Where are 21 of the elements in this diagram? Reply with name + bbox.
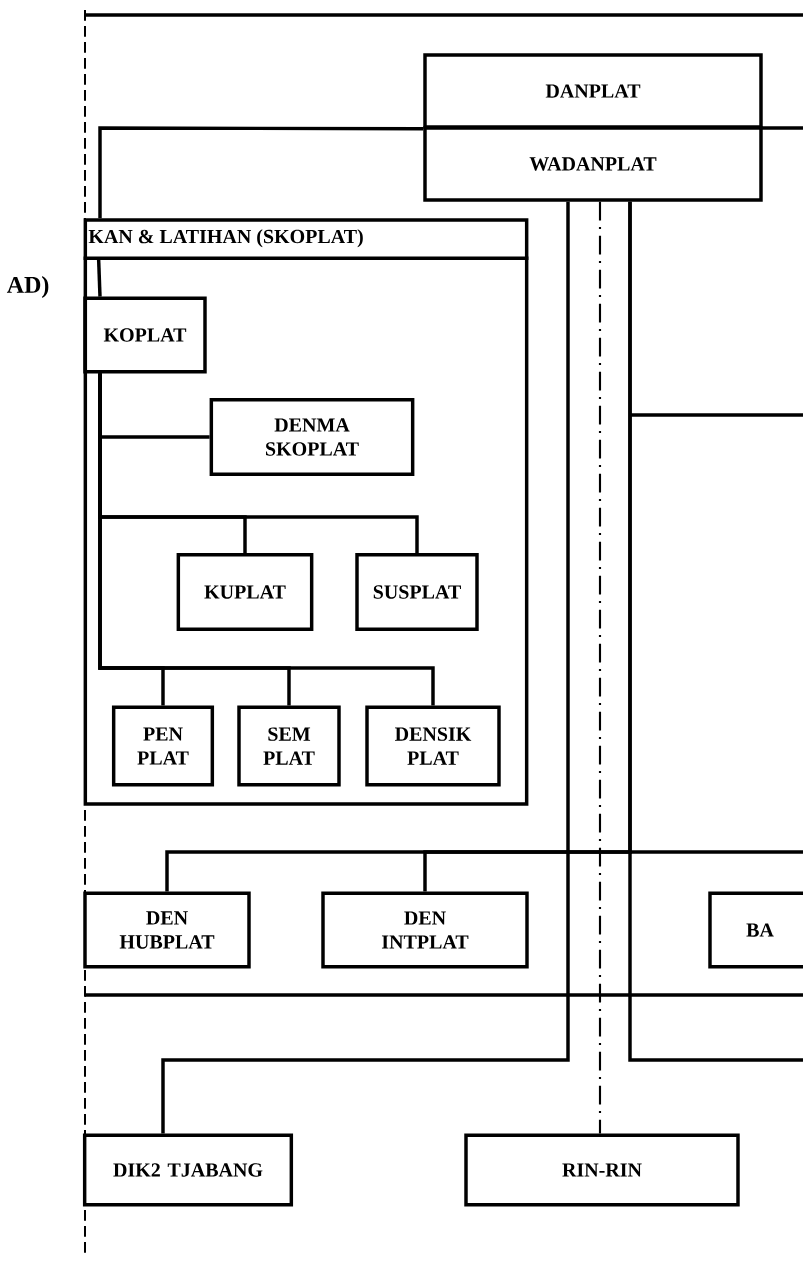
org-box: RIN-RIN: [464, 1133, 740, 1207]
org-box: WADANPLAT: [423, 126, 763, 202]
org-box: DEN HUBPLAT: [83, 891, 251, 969]
connector-line: [161, 201, 570, 1134]
org-box: DANPLAT: [423, 53, 763, 129]
org-box: KOPLAT: [83, 296, 207, 374]
org-box: DEN INTPLAT: [321, 891, 529, 969]
org-box: DIK2 TJABANG: [82, 1133, 294, 1207]
connector-line: [423, 201, 632, 892]
connector-line: [598, 201, 602, 1134]
org-box: BA: [708, 891, 803, 969]
org-box: DENSIK PLAT: [365, 705, 501, 787]
connector-line: [96, 258, 102, 297]
org-box: PEN PLAT: [111, 705, 215, 787]
org-box: KUPLAT: [176, 552, 314, 632]
org-box: DENMA SKOPLAT: [209, 397, 415, 477]
connector-line: [98, 373, 435, 706]
org-box: SUSPLAT: [355, 552, 479, 632]
org-box: SEM PLAT: [237, 705, 341, 787]
cut-off-label: AD): [6, 276, 49, 298]
connector-line: [98, 126, 424, 219]
